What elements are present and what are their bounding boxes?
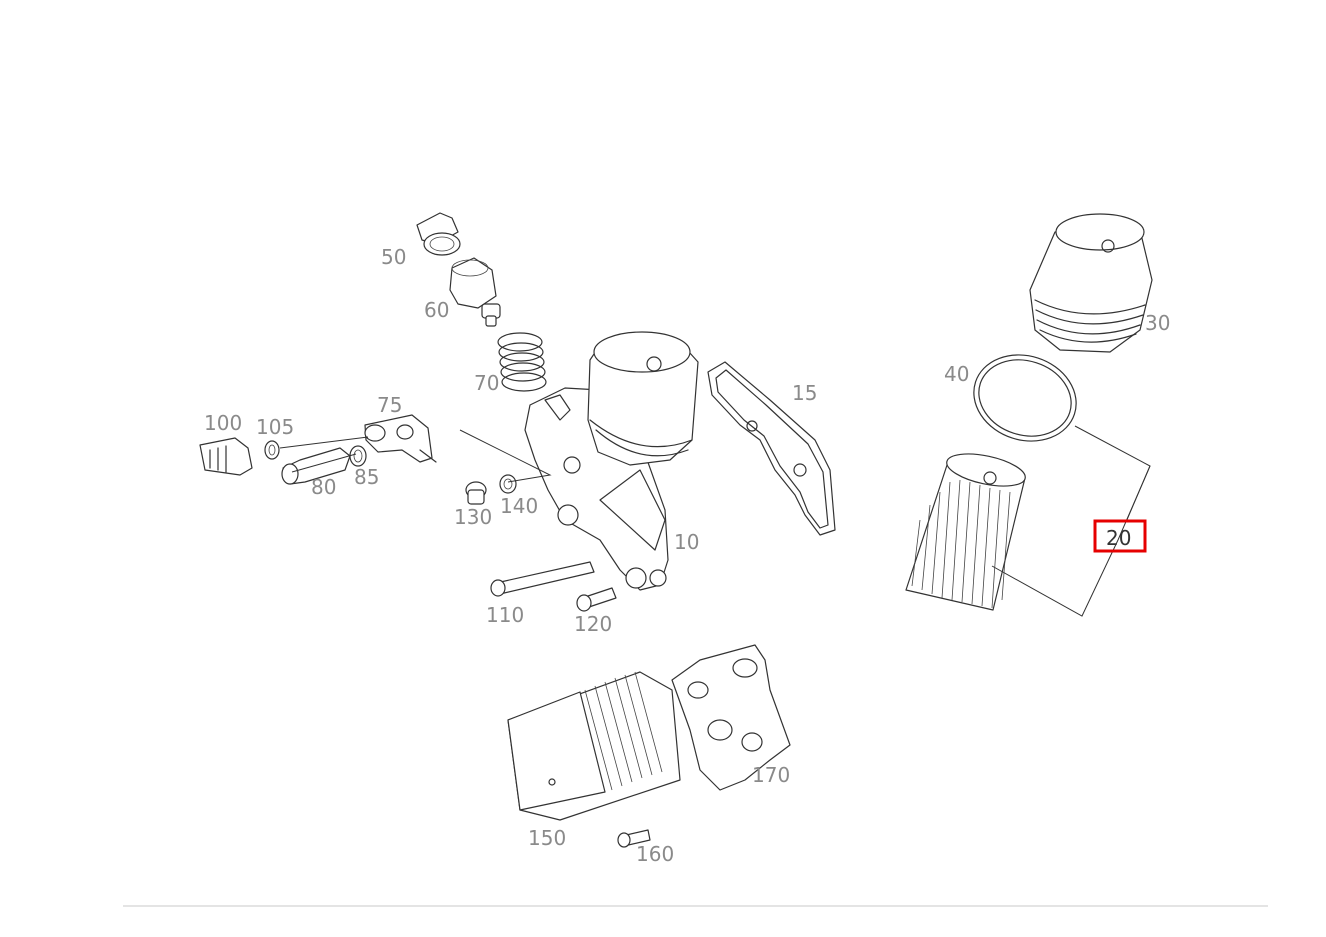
selected-part-highlight — [1093, 519, 1147, 553]
part-105-oring[interactable] — [264, 440, 280, 460]
part-70-spring[interactable] — [497, 332, 547, 392]
label-80[interactable]: 80 — [311, 475, 336, 499]
label-75[interactable]: 75 — [377, 393, 402, 417]
label-120[interactable]: 120 — [574, 612, 612, 636]
label-10[interactable]: 10 — [674, 530, 699, 554]
part-85-washer[interactable] — [349, 445, 367, 467]
label-15[interactable]: 15 — [792, 381, 817, 405]
part-60-valve[interactable] — [449, 257, 501, 327]
part-170-cooler-gasket[interactable] — [671, 644, 791, 791]
label-30[interactable]: 30 — [1145, 311, 1170, 335]
label-85[interactable]: 85 — [354, 465, 379, 489]
part-110-bolt[interactable] — [490, 561, 595, 597]
part-150-oil-cooler[interactable] — [507, 671, 681, 821]
part-120-bolt[interactable] — [576, 587, 617, 612]
label-50[interactable]: 50 — [381, 245, 406, 269]
part-50-cap[interactable] — [416, 212, 461, 256]
label-150[interactable]: 150 — [528, 826, 566, 850]
part-15-gasket[interactable] — [707, 361, 836, 536]
part-100-sensor[interactable] — [199, 437, 253, 476]
part-labels: 50 60 70 75 100 105 80 85 130 140 15 10 … — [204, 245, 1170, 866]
label-160[interactable]: 160 — [636, 842, 674, 866]
part-140-washer[interactable] — [499, 474, 517, 494]
label-40[interactable]: 40 — [944, 362, 969, 386]
label-110[interactable]: 110 — [486, 603, 524, 627]
part-75-bracket[interactable] — [364, 414, 437, 463]
label-60[interactable]: 60 — [424, 298, 449, 322]
label-130[interactable]: 130 — [454, 505, 492, 529]
part-30-filter-cap[interactable] — [1029, 213, 1153, 353]
part-160-bolt[interactable] — [617, 829, 651, 848]
label-170[interactable]: 170 — [752, 763, 790, 787]
label-70[interactable]: 70 — [474, 371, 499, 395]
label-20[interactable]: 20 — [1106, 526, 1131, 550]
part-10-filter-housing[interactable] — [524, 331, 699, 591]
label-140[interactable]: 140 — [500, 494, 538, 518]
label-105[interactable]: 105 — [256, 415, 294, 439]
label-100[interactable]: 100 — [204, 411, 242, 435]
part-20-filter-element[interactable] — [905, 448, 1028, 611]
part-80-plug[interactable] — [281, 447, 351, 485]
part-130-screw[interactable] — [465, 481, 487, 505]
part-40-seal-ring[interactable] — [963, 342, 1088, 454]
leader-lines — [279, 425, 1151, 617]
